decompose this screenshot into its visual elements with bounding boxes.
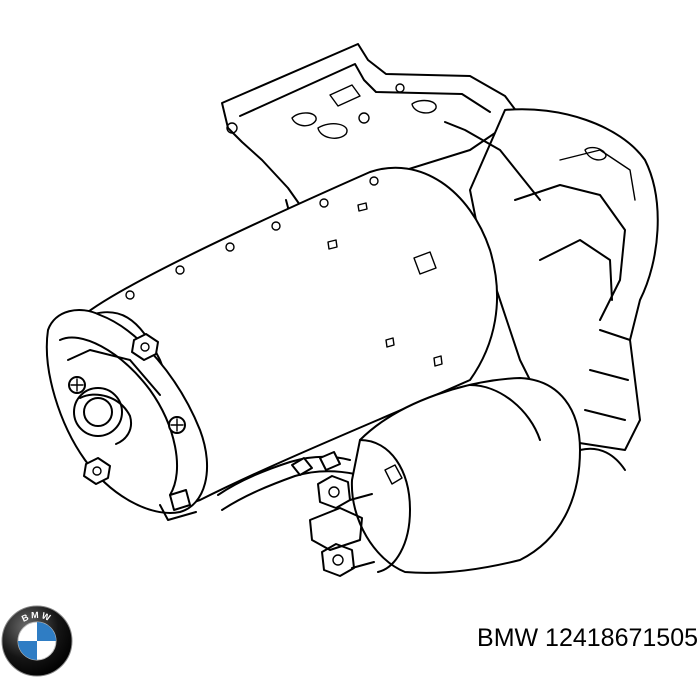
terminals (310, 465, 402, 576)
part-number-label: BMW 12418671505 (477, 624, 698, 652)
rear-housing (445, 109, 658, 450)
bmw-roundel-icon: BMW (1, 605, 73, 677)
starter-motor-drawing (0, 0, 700, 610)
solenoid (352, 378, 625, 573)
wire (218, 452, 355, 510)
mounting-bracket (222, 44, 520, 215)
end-cap (47, 310, 207, 520)
bolt-top (132, 334, 158, 360)
svg-text:BMW: BMW (20, 610, 54, 624)
screw-left (69, 377, 85, 393)
screw-right (169, 417, 185, 433)
bolt-bottom (84, 458, 110, 484)
